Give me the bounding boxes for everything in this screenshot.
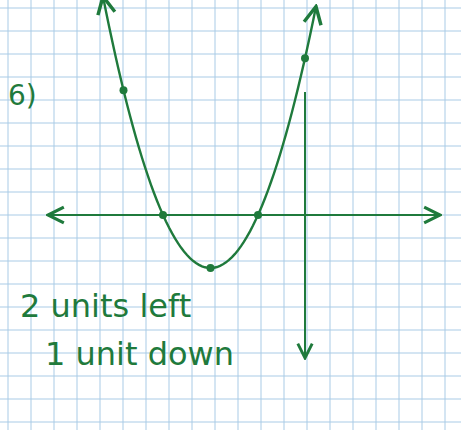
plotted-points bbox=[120, 54, 310, 272]
point bbox=[207, 264, 215, 272]
grid-line bbox=[0, 100, 461, 101]
grid-line bbox=[0, 192, 461, 193]
grid-line bbox=[0, 399, 461, 400]
note-text: 1 unit down bbox=[45, 338, 234, 370]
note-text: 2 units left bbox=[20, 290, 191, 322]
point bbox=[120, 86, 128, 94]
grid-line bbox=[0, 330, 461, 331]
grid-line bbox=[0, 8, 461, 9]
grid-line bbox=[0, 215, 461, 216]
grid-line bbox=[0, 422, 461, 423]
x-axis bbox=[48, 214, 440, 216]
grid-line bbox=[0, 376, 461, 377]
point bbox=[159, 211, 167, 219]
parabola bbox=[103, 0, 316, 268]
point bbox=[254, 211, 262, 219]
grid-line bbox=[0, 284, 461, 285]
grid-line bbox=[0, 77, 461, 78]
grid-line bbox=[0, 54, 461, 55]
point bbox=[301, 54, 309, 62]
grid-line bbox=[0, 31, 461, 32]
grid-line bbox=[0, 261, 461, 262]
grid-line bbox=[0, 169, 461, 170]
grid-line bbox=[0, 146, 461, 147]
grid-line bbox=[0, 238, 461, 239]
problem-number: 6) bbox=[8, 82, 37, 110]
grid-line bbox=[0, 123, 461, 124]
leader-arrow bbox=[304, 92, 306, 358]
